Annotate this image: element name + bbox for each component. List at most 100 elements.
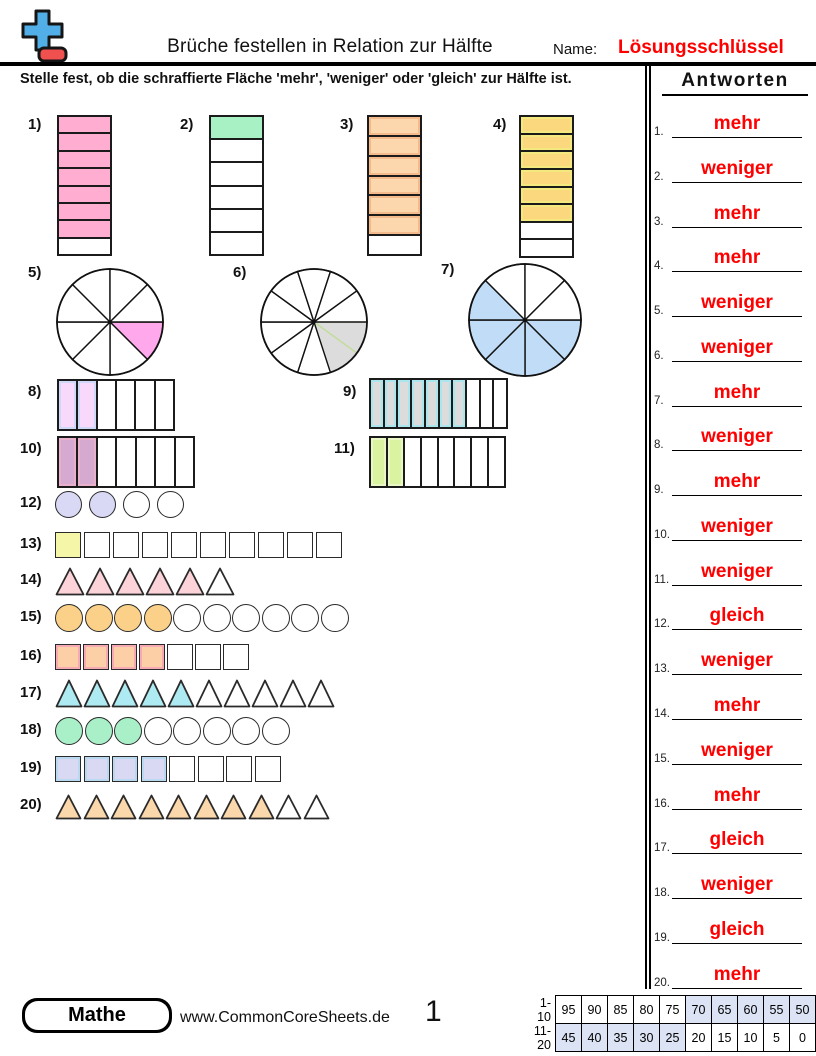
triangle-shaded xyxy=(165,794,192,820)
fraction-part-empty xyxy=(472,438,490,486)
problem-13-number: 13) xyxy=(20,535,42,552)
triangle-shape xyxy=(110,794,137,820)
circle-empty xyxy=(232,717,260,745)
answer-value: weniger xyxy=(701,650,773,672)
triangle-empty xyxy=(205,567,235,596)
problem-9-number: 9) xyxy=(343,383,357,400)
answer-line: mehr xyxy=(672,783,802,810)
problem-3-number: 3) xyxy=(340,116,354,133)
problem-10-number: 10) xyxy=(20,440,42,457)
circle-empty xyxy=(261,717,290,745)
answer-number: 12. xyxy=(654,618,670,631)
square-shaded xyxy=(55,756,81,782)
fraction-part-shaded xyxy=(78,381,98,429)
circle-shaded xyxy=(114,717,142,745)
fraction-part-empty xyxy=(422,438,439,486)
fraction-part-empty xyxy=(369,236,420,254)
fraction-part-shaded xyxy=(369,216,420,237)
grade-cell: 10 xyxy=(737,1023,764,1052)
answer-value: gleich xyxy=(709,829,765,851)
grade-row-label: 1-10 xyxy=(537,995,551,1024)
square-empty xyxy=(169,756,195,782)
answer-value: mehr xyxy=(713,784,761,806)
fraction-part-empty xyxy=(156,381,173,429)
triangle-shape xyxy=(248,794,274,820)
problem-4-figure xyxy=(519,115,574,258)
triangle-shape xyxy=(307,679,335,708)
answer-line: weniger xyxy=(672,335,802,362)
grade-cell: 15 xyxy=(711,1023,738,1052)
grade-cell: 70 xyxy=(685,995,712,1024)
triangle-shape xyxy=(111,679,139,708)
triangle-shape xyxy=(115,567,145,596)
grade-cell: 95 xyxy=(555,995,582,1024)
problem-20-figure xyxy=(55,794,330,820)
triangle-shaded xyxy=(83,794,110,820)
answer-line: mehr xyxy=(672,201,802,228)
answer-value: gleich xyxy=(709,918,765,940)
triangle-shaded xyxy=(115,567,145,596)
answer-number: 15. xyxy=(654,752,670,765)
problem-8-figure xyxy=(57,379,175,431)
fraction-part-shaded xyxy=(369,176,420,197)
problem-12-number: 12) xyxy=(20,494,42,511)
triangle-shaded xyxy=(55,794,82,820)
pie-chart xyxy=(260,268,368,376)
answer-line: weniger xyxy=(672,290,802,318)
triangle-empty xyxy=(251,679,279,708)
fraction-part-shaded xyxy=(371,380,385,427)
problem-6-figure xyxy=(259,267,369,382)
fraction-part-shaded xyxy=(425,380,440,427)
answer-value: mehr xyxy=(713,247,761,269)
triangle-shape xyxy=(251,679,279,708)
problem-2-figure xyxy=(209,115,264,256)
fraction-part-shaded xyxy=(384,380,399,427)
answer-number: 9. xyxy=(654,484,664,497)
fraction-part-shaded xyxy=(521,134,572,153)
triangle-shaded xyxy=(111,679,139,708)
fraction-part-empty xyxy=(98,438,118,486)
answer-number: 13. xyxy=(654,663,670,676)
answer-value: gleich xyxy=(709,605,765,627)
fraction-part-empty xyxy=(211,163,262,187)
website-text: www.CommonCoreSheets.de xyxy=(180,1009,390,1026)
answer-3: 3.mehr xyxy=(652,200,804,228)
answer-line: mehr xyxy=(672,380,802,407)
plus-minus-logo-icon xyxy=(21,9,68,63)
fraction-part-empty xyxy=(176,438,193,486)
grade-cell: 5 xyxy=(763,1023,790,1052)
fraction-part-shaded xyxy=(521,152,572,170)
fraction-part-shaded xyxy=(439,380,454,427)
triangle-shaded xyxy=(83,679,111,708)
square-empty xyxy=(195,644,221,670)
problem-3-figure xyxy=(367,115,422,256)
square-empty xyxy=(258,532,284,558)
triangle-shape xyxy=(165,794,192,820)
circle-empty xyxy=(202,604,231,632)
fraction-part-shaded xyxy=(59,134,110,152)
triangle-shape xyxy=(279,679,307,708)
fraction-part-shaded xyxy=(59,117,110,135)
grade-cell: 90 xyxy=(581,995,608,1024)
answer-number: 8. xyxy=(654,439,664,452)
problem-1-number: 1) xyxy=(28,116,42,133)
circle-shaded xyxy=(143,604,172,632)
answer-value: mehr xyxy=(713,695,761,716)
commoncoresheets-logo xyxy=(16,6,70,69)
answer-11: 11.weniger xyxy=(652,558,804,586)
triangle-empty xyxy=(279,679,307,708)
square-empty xyxy=(167,644,193,670)
answer-value: weniger xyxy=(701,426,773,448)
problem-2-number: 2) xyxy=(180,116,194,133)
circle-empty xyxy=(143,717,172,745)
circle-empty xyxy=(291,604,319,632)
answer-10: 10.weniger xyxy=(652,513,804,541)
subject-badge: Mathe xyxy=(22,998,172,1033)
answer-20: 20.mehr xyxy=(652,961,804,989)
answer-value: weniger xyxy=(701,739,773,761)
answer-number: 5. xyxy=(654,305,664,318)
square-shaded xyxy=(55,644,81,670)
fraction-part-empty xyxy=(211,210,262,233)
triangle-shaded xyxy=(248,794,275,820)
